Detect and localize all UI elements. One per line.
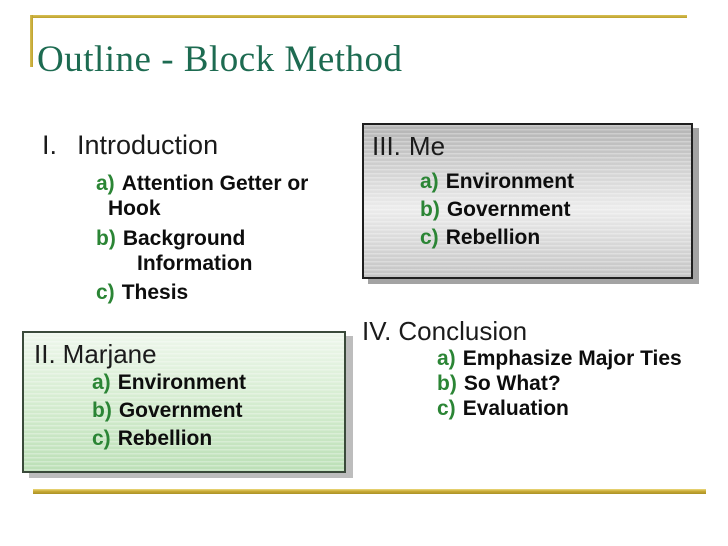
item-marker: c) [92, 427, 111, 450]
section-numeral: I. [42, 130, 58, 160]
gold-rule-left [30, 15, 33, 67]
item-text: Environment [117, 371, 247, 394]
outline-item: b) Background [96, 226, 308, 251]
section-heading-label: Conclusion [398, 316, 528, 346]
item-text: Government [118, 399, 243, 422]
item-text: Rebellion [117, 427, 213, 450]
item-marker: c) [437, 397, 456, 420]
marjane-box: II. Marjane a) Environment b) Government c)… [22, 331, 346, 473]
outline-item: b) So What? [437, 371, 682, 396]
gold-rule-top [30, 15, 687, 18]
outline-item: a) Environment [92, 369, 344, 397]
item-text: Government [446, 198, 571, 221]
section-conclusion: IV.Conclusion a) Emphasize Major Ties b) S… [362, 316, 682, 421]
me-box: III.Me a) Environment b) Government c) Rebe… [362, 123, 693, 279]
item-text: Attention Getter or [121, 172, 309, 195]
section-heading: III.Me [372, 131, 691, 161]
outline-item: c) Rebellion [92, 425, 344, 453]
section-heading: IV.Conclusion [362, 316, 682, 346]
gold-rule-bottom [33, 489, 706, 494]
section-numeral: III. [372, 131, 401, 161]
item-text: Emphasize Major Ties [462, 347, 682, 370]
section-heading: II. Marjane [34, 339, 344, 369]
item-text: Evaluation [462, 397, 569, 420]
item-marker: b) [420, 198, 440, 221]
item-marker: a) [437, 347, 456, 370]
outline-item: c) Evaluation [437, 396, 682, 421]
item-marker: a) [96, 172, 115, 195]
section-heading-label: Marjane [62, 339, 157, 369]
item-marker: a) [92, 371, 111, 394]
outline-items: a) Environment b) Government c) Rebellion [420, 168, 691, 252]
item-marker: c) [96, 281, 115, 304]
outline-item: c) Rebellion [420, 224, 691, 252]
item-text: Background [122, 227, 246, 250]
item-text: Rebellion [445, 226, 541, 249]
section-heading-label: Me [408, 131, 446, 161]
outline-items: a) Emphasize Major Ties b) So What? c) Eval… [437, 346, 682, 421]
slide-title: Outline - Block Method [37, 39, 403, 80]
section-heading-label: Introduction [77, 130, 219, 160]
section-heading: I. Introduction [42, 130, 308, 160]
outline-item: c) Thesis [96, 280, 308, 305]
outline-item: b) Government [92, 397, 344, 425]
outline-item: a) Emphasize Major Ties [437, 346, 682, 371]
item-marker: b) [92, 399, 112, 422]
item-marker: b) [437, 372, 457, 395]
item-marker: c) [420, 226, 439, 249]
outline-item-wrap-line: Hook [108, 197, 161, 220]
section-numeral: II. [34, 339, 56, 369]
item-marker: a) [420, 170, 439, 193]
outline-items: a)Attention Getter or Hook b)Background … [42, 171, 308, 305]
outline-items: a) Environment b) Government c) Rebellion [92, 369, 344, 453]
item-text: So What? [463, 372, 561, 395]
section-numeral: IV. [362, 316, 392, 346]
outline-item: a) Attention Getter or [96, 171, 308, 196]
item-text: Thesis [121, 281, 189, 304]
item-text: Environment [445, 170, 575, 193]
outline-item: b) Government [420, 196, 691, 224]
outline-item-wrap-line: Information [137, 252, 253, 275]
outline-item: a) Environment [420, 168, 691, 196]
item-marker: b) [96, 227, 116, 250]
section-introduction: I. Introduction a) Attention Getter or Hoo… [42, 130, 308, 305]
